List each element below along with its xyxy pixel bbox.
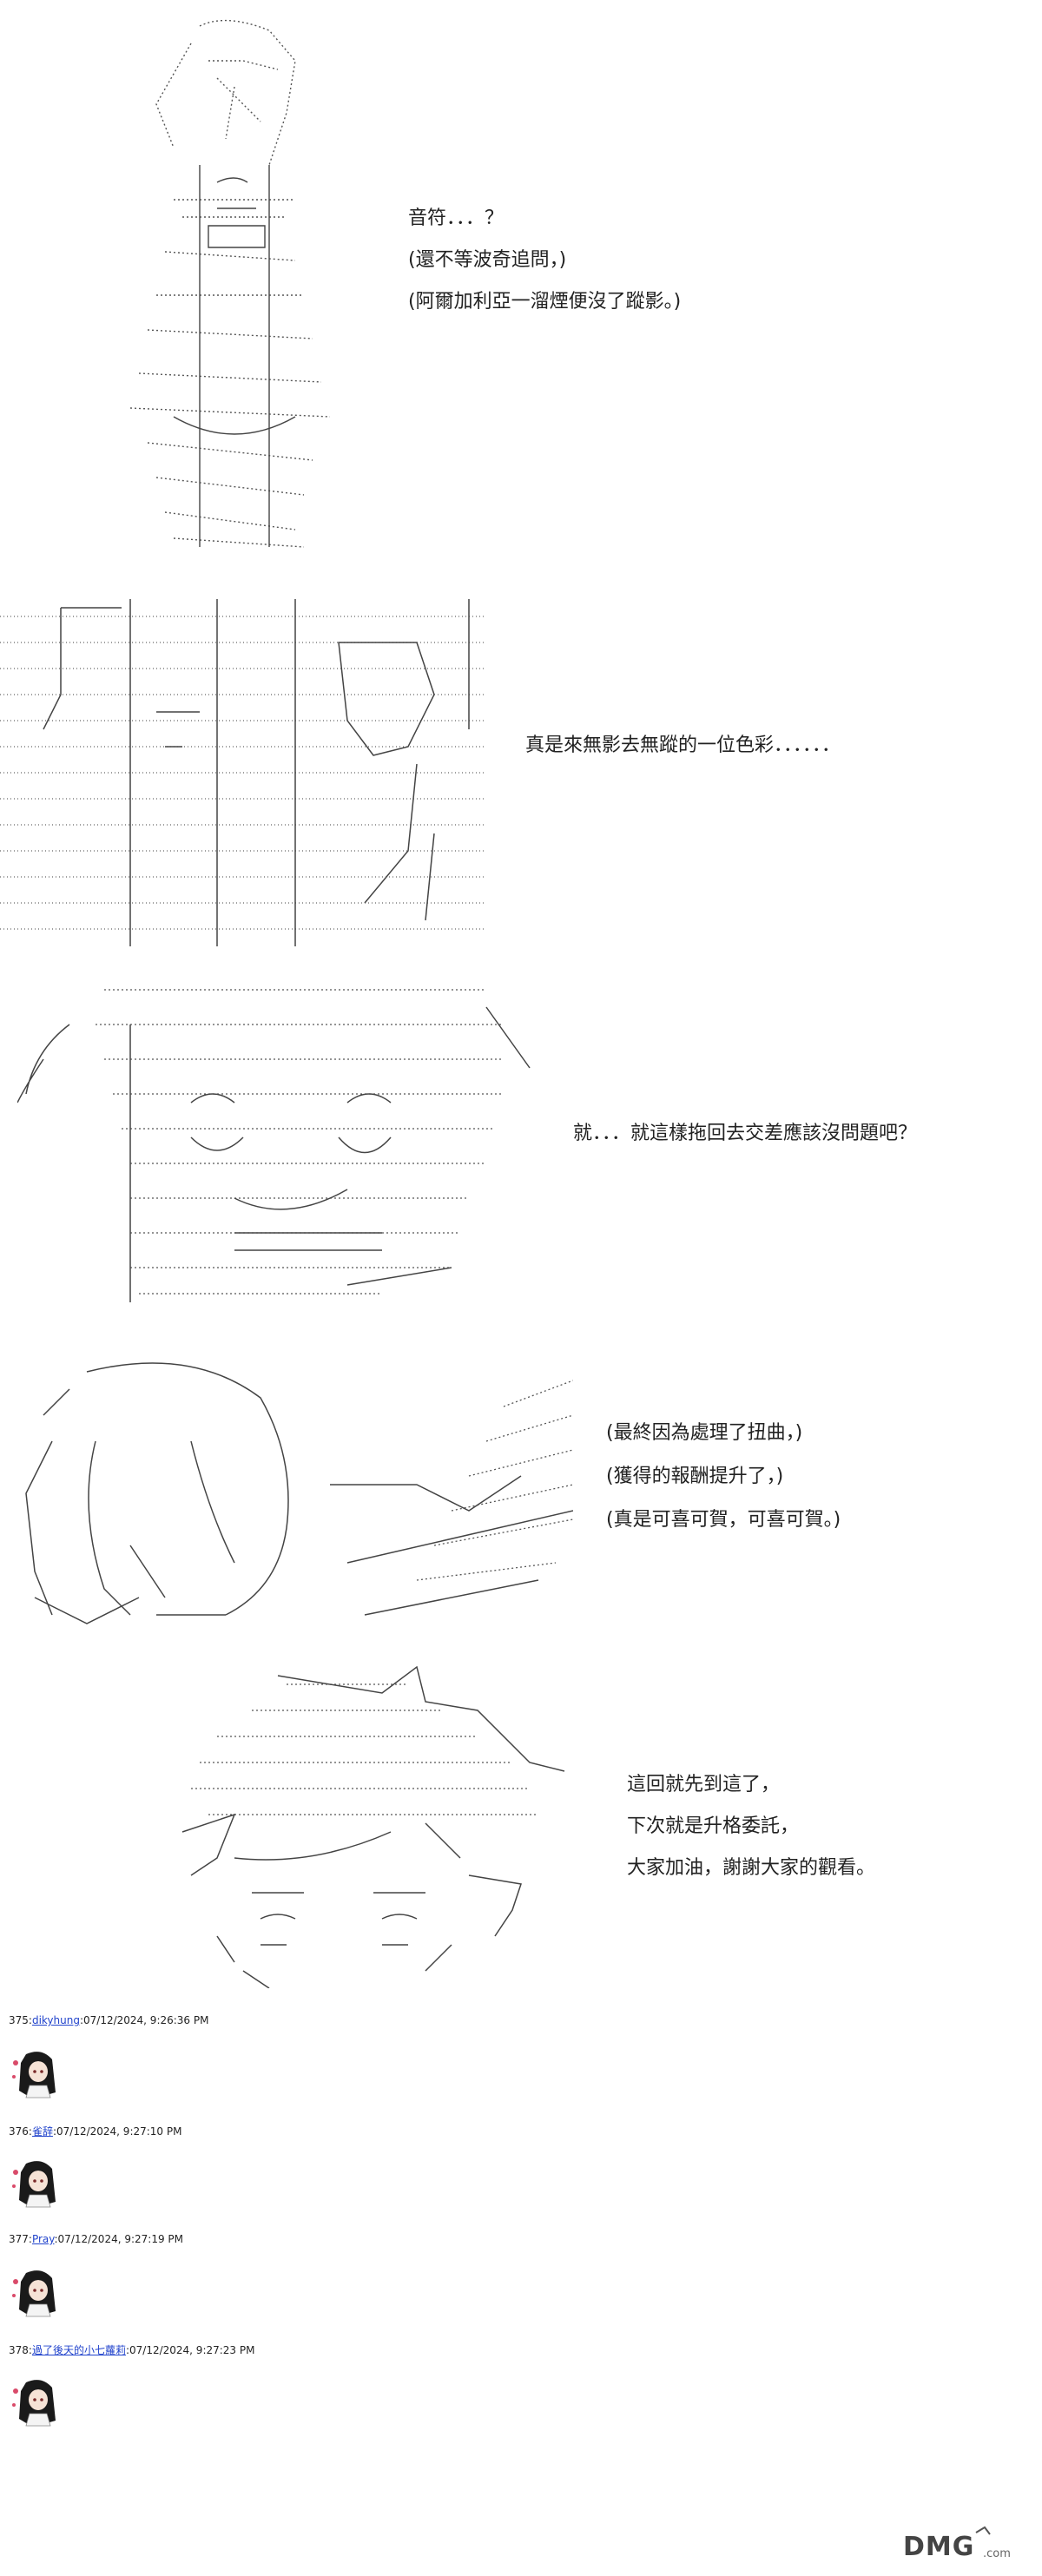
avatar [9, 2157, 63, 2209]
dialogue-line: (最終因為處理了扭曲，) [606, 1422, 803, 1444]
comment-timestamp: 07/12/2024, 9:27:10 PM [56, 2125, 182, 2138]
comment-header: 377:Pray:07/12/2024, 9:27:19 PM [9, 2233, 184, 2245]
watermark-text: DMG [903, 2532, 974, 2562]
comment-header: 375:dikyhung:07/12/2024, 9:26:36 PM [9, 2014, 209, 2026]
dialogue-line: 真是來無影去無蹤的一位色彩．．．．．． [525, 735, 841, 756]
panel-2: 真是來無影去無蹤的一位色彩．．．．．． [0, 573, 1042, 955]
dialogue-block-2: 真是來無影去無蹤的一位色彩．．．．．． [525, 725, 841, 767]
comment-header: 376:雀辞:07/12/2024, 9:27:10 PM [9, 2125, 182, 2138]
dialogue-line: (阿爾加利亞一溜煙便沒了蹤影。) [408, 291, 682, 313]
ascii-art-standing-girl [69, 9, 382, 556]
comment-item: 378:過了後天的小七蘿莉:07/12/2024, 9:27:23 PM [0, 2342, 1042, 2452]
comment-timestamp: 07/12/2024, 9:26:36 PM [83, 2014, 209, 2026]
avatar [9, 2375, 63, 2428]
comment-list: 375:dikyhung:07/12/2024, 9:26:36 PM 376:… [0, 2014, 1042, 2452]
avatar [9, 2266, 63, 2318]
comment-timestamp: 07/12/2024, 9:27:23 PM [129, 2344, 255, 2356]
dialogue-block-1: 音符．．．？ (還不等波奇追問，) (阿爾加利亞一溜煙便沒了蹤影。) [408, 198, 681, 323]
ascii-art-distortion [17, 1337, 573, 1632]
comment-item: 376:雀辞:07/12/2024, 9:27:10 PM [0, 2124, 1042, 2233]
comment-username-link[interactable]: 雀辞 [31, 2125, 53, 2138]
comment-username-link[interactable]: 過了後天的小七蘿莉 [31, 2344, 126, 2356]
ascii-art-character-head [165, 1658, 582, 1988]
comment-number: 378 [9, 2344, 29, 2356]
ascii-art-face-closeup [17, 972, 538, 1320]
panel-5: 這回就先到這了， 下次就是升格委託， 大家加油，謝謝大家的觀看。 [0, 1641, 1042, 2006]
ascii-art-scene [0, 590, 504, 955]
avatar [9, 2047, 63, 2099]
comment-username-link[interactable]: Pray [31, 2233, 55, 2245]
dialogue-block-5: 這回就先到這了， 下次就是升格委託， 大家加油，謝謝大家的觀看。 [627, 1764, 875, 1889]
dialogue-line: 就．．．就這樣拖回去交差應該沒問題吧？ [573, 1123, 918, 1144]
dialogue-line: (還不等波奇追問，) [408, 249, 567, 271]
dialogue-line: 音符．．．？ [408, 208, 505, 229]
panel-3: 就．．．就這樣拖回去交差應該沒問題吧？ [0, 964, 1042, 1328]
comment-item: 375:dikyhung:07/12/2024, 9:26:36 PM [0, 2014, 1042, 2124]
watermark-suffix: .com [983, 2547, 1011, 2560]
dialogue-block-4: (最終因為處理了扭曲，) (獲得的報酬提升了，) (真是可喜可賀，可喜可賀。) [606, 1412, 841, 1542]
dialogue-line: 大家加油，謝謝大家的觀看。 [627, 1857, 876, 1879]
comment-number: 377 [9, 2233, 29, 2245]
comment-number: 376 [9, 2125, 29, 2138]
comment-header: 378:過了後天的小七蘿莉:07/12/2024, 9:27:23 PM [9, 2344, 255, 2356]
dialogue-line: (真是可喜可賀，可喜可賀。) [606, 1509, 841, 1531]
comment-timestamp: 07/12/2024, 9:27:19 PM [57, 2233, 184, 2245]
dialogue-line: 這回就先到這了， [627, 1774, 781, 1795]
site-watermark-logo: DMG .com [900, 2526, 1030, 2564]
dialogue-block-3: 就．．．就這樣拖回去交差應該沒問題吧？ [573, 1113, 917, 1155]
dialogue-line: 下次就是升格委託， [627, 1815, 800, 1837]
dialogue-line: (獲得的報酬提升了，) [606, 1466, 784, 1487]
panel-4: (最終因為處理了扭曲，) (獲得的報酬提升了，) (真是可喜可賀，可喜可賀。) [0, 1328, 1042, 1641]
comment-number: 375 [9, 2014, 29, 2026]
panel-1: 音符．．．？ (還不等波奇追問，) (阿爾加利亞一溜煙便沒了蹤影。) [0, 0, 1042, 564]
comment-item: 377:Pray:07/12/2024, 9:27:19 PM [0, 2233, 1042, 2342]
comment-username-link[interactable]: dikyhung [31, 2014, 80, 2026]
bird-icon [975, 2526, 991, 2535]
